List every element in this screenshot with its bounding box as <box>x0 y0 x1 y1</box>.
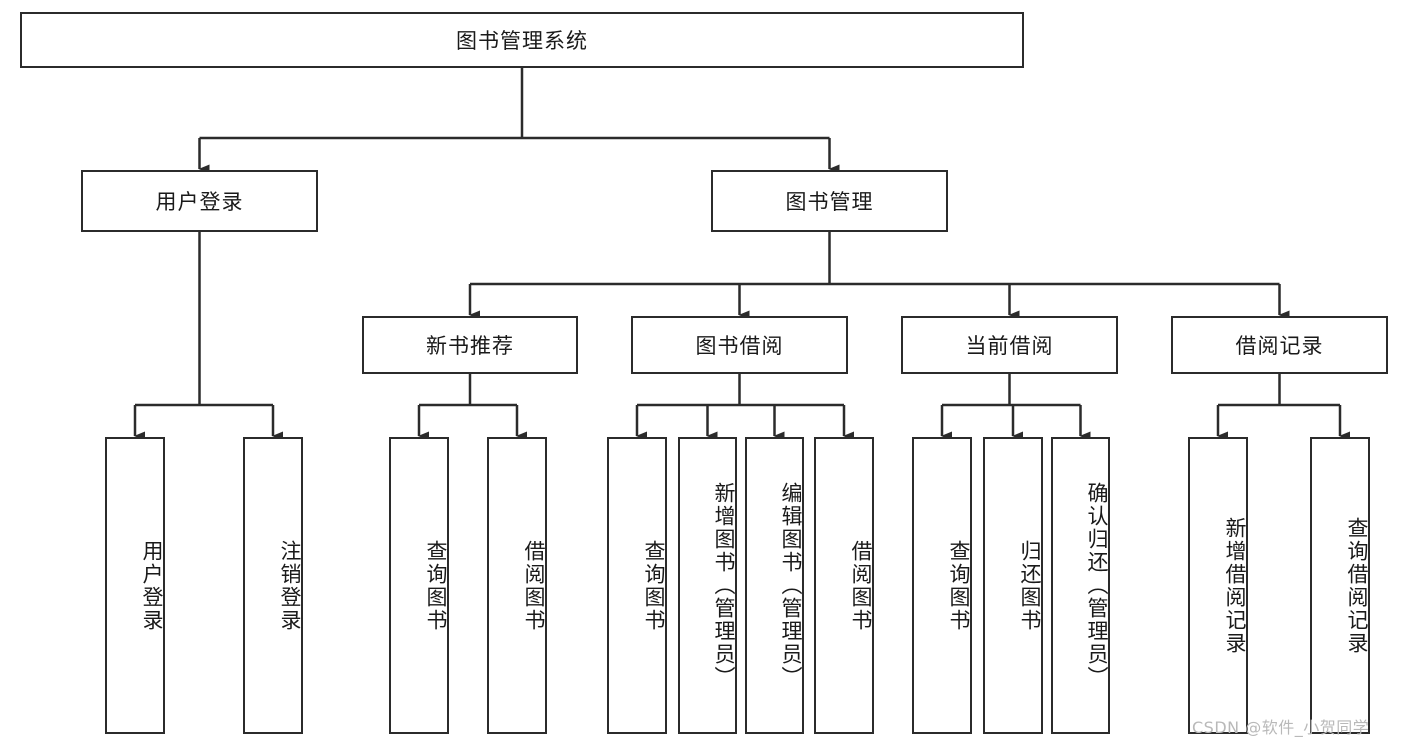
node-root[interactable]: 图书管理系统 <box>20 12 1024 68</box>
node-label: 确认归还（管理员） <box>1085 482 1109 689</box>
node-label: 查询图书 <box>947 539 971 632</box>
node-book-manage[interactable]: 图书管理 <box>711 170 948 232</box>
node-leaf-add-book[interactable]: 新增图书（管理员） <box>678 437 737 734</box>
watermark-text: CSDN @软件_小贺同学 <box>1192 718 1370 737</box>
node-label: 用户登录 <box>140 539 164 632</box>
node-new-book-rec[interactable]: 新书推荐 <box>362 316 578 374</box>
node-leaf-user-logout[interactable]: 注销登录 <box>243 437 303 734</box>
node-label: 编辑图书（管理员） <box>779 482 803 689</box>
node-book-borrow[interactable]: 图书借阅 <box>631 316 848 374</box>
node-label: 新增图书（管理员） <box>712 482 736 689</box>
node-label: 用户登录 <box>155 190 244 214</box>
node-leaf-edit-book[interactable]: 编辑图书（管理员） <box>745 437 804 734</box>
node-leaf-return-book[interactable]: 归还图书 <box>983 437 1043 734</box>
node-label: 查询图书 <box>424 539 448 632</box>
node-label: 查询借阅记录 <box>1345 516 1369 655</box>
node-leaf-query-book-2[interactable]: 查询图书 <box>607 437 667 734</box>
node-label: 当前借阅 <box>965 334 1054 358</box>
node-label: 归还图书 <box>1018 539 1042 632</box>
node-label: 借阅图书 <box>522 539 546 632</box>
node-user-login[interactable]: 用户登录 <box>81 170 318 232</box>
node-label: 借阅图书 <box>849 539 873 632</box>
node-leaf-confirm-return[interactable]: 确认归还（管理员） <box>1051 437 1110 734</box>
node-label: 查询图书 <box>642 539 666 632</box>
node-current-borrow[interactable]: 当前借阅 <box>901 316 1118 374</box>
node-leaf-borrow-book-1[interactable]: 借阅图书 <box>487 437 547 734</box>
node-leaf-user-login[interactable]: 用户登录 <box>105 437 165 734</box>
node-label: 图书管理 <box>785 190 874 214</box>
node-label: 图书借阅 <box>695 334 784 358</box>
node-leaf-add-record[interactable]: 新增借阅记录 <box>1188 437 1248 734</box>
node-label: 图书管理系统 <box>456 29 588 53</box>
node-label: 新书推荐 <box>426 334 514 358</box>
node-label: 新增借阅记录 <box>1223 516 1247 655</box>
node-borrow-record[interactable]: 借阅记录 <box>1171 316 1388 374</box>
node-leaf-borrow-book-2[interactable]: 借阅图书 <box>814 437 874 734</box>
node-leaf-query-record[interactable]: 查询借阅记录 <box>1310 437 1370 734</box>
node-leaf-query-book-3[interactable]: 查询图书 <box>912 437 972 734</box>
node-label: 借阅记录 <box>1235 334 1324 358</box>
node-label: 注销登录 <box>278 539 302 632</box>
node-leaf-query-book-1[interactable]: 查询图书 <box>389 437 449 734</box>
